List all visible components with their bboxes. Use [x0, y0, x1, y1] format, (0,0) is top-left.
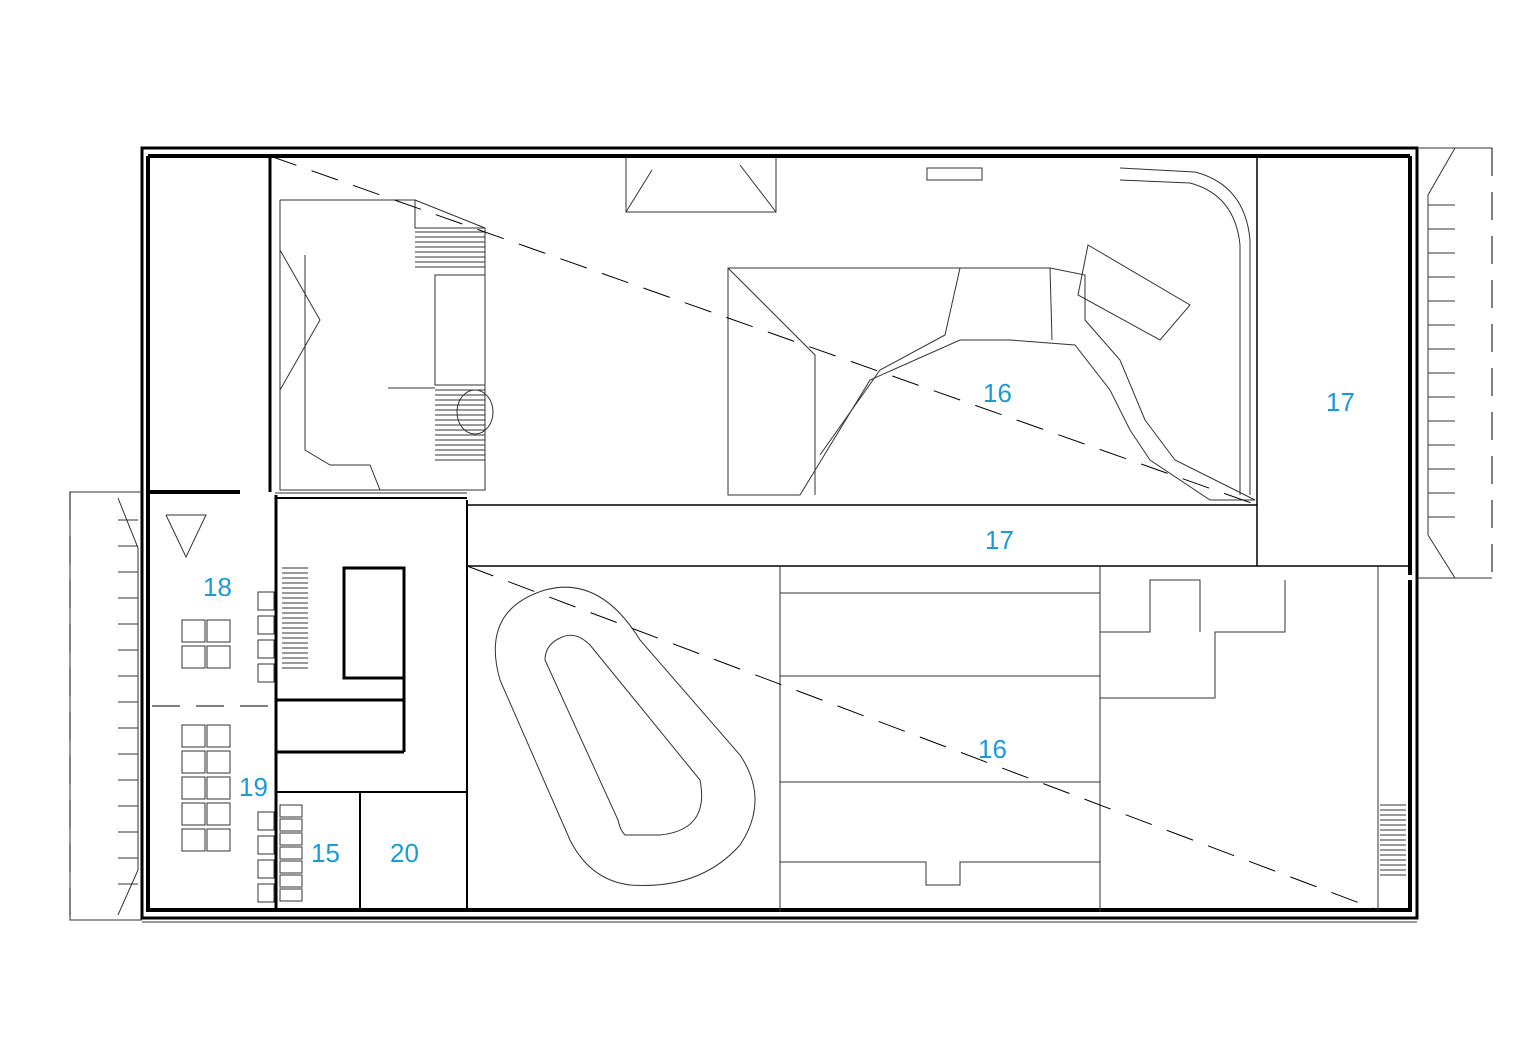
upper-left-partition [148, 156, 467, 494]
left-facade [69, 491, 142, 921]
corridor-17 [466, 156, 1410, 912]
upper-hall-features [279, 158, 1256, 501]
room-label-17-right: 17 [1326, 387, 1355, 417]
lower-hall-features [494, 566, 1406, 912]
office-wing [152, 495, 467, 912]
room-label-19: 19 [239, 772, 268, 802]
room-label-17-middle: 17 [985, 525, 1014, 555]
right-facade [1417, 147, 1493, 579]
room-label-15: 15 [311, 838, 340, 868]
room-labels: 16 17 17 18 16 19 15 20 [203, 378, 1355, 868]
room-label-16-upper: 16 [983, 378, 1012, 408]
room-label-20: 20 [390, 838, 419, 868]
room-label-16-lower: 16 [978, 734, 1007, 764]
room-label-18: 18 [203, 572, 232, 602]
section-lines [269, 155, 1379, 911]
outer-walls [140, 146, 1419, 923]
